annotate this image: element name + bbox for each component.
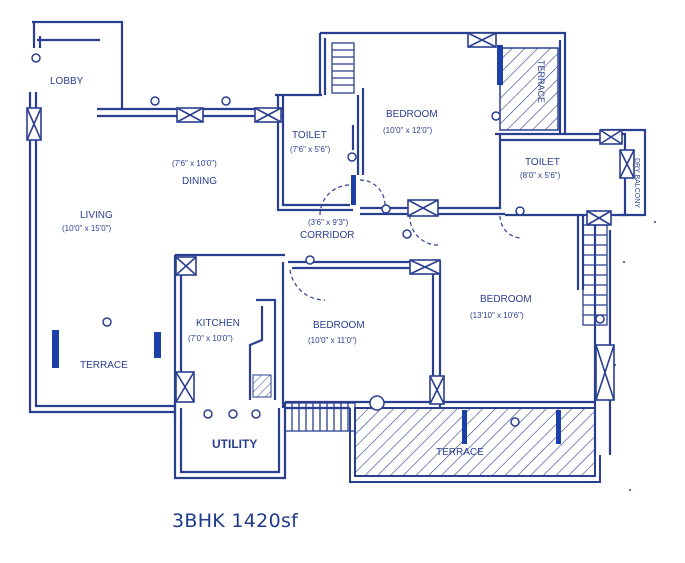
room-name-bedroom-2: BEDROOM (480, 294, 532, 305)
room-name-terrace-bottom: TERRACE (436, 447, 484, 458)
room-dims-bedroom-3: (10'0" x 11'0") (308, 336, 357, 345)
room-name-kitchen: KITCHEN (196, 318, 240, 329)
room-dims-bedroom-2: (13'10" x 10'6") (470, 311, 524, 320)
window-icon (619, 149, 635, 179)
circle-symbol-icon (203, 409, 213, 419)
room-name-bedroom-1: BEDROOM (386, 109, 438, 120)
room-name-terrace-top: TERRACE (536, 60, 546, 103)
room-name-living: LIVING (80, 210, 113, 221)
room-name-toilet-1: TOILET (292, 130, 327, 141)
circle-symbol-icon (369, 395, 385, 411)
windows (26, 32, 635, 405)
room-name-terrace-left: TERRACE (80, 360, 128, 371)
specks (614, 221, 656, 491)
circle-symbol-icon (402, 229, 412, 239)
window-icon (467, 32, 497, 48)
circle-symbol-icon (381, 204, 391, 214)
room-dims-corridor: (3'6" x 9'3") (308, 218, 349, 227)
room-name-utility: UTILITY (212, 437, 257, 451)
walls (28, 20, 647, 480)
circle-symbol-icon (150, 96, 160, 106)
window-icon (407, 199, 439, 217)
circle-symbol-icon (515, 206, 525, 216)
room-name-toilet-2: TOILET (525, 157, 560, 168)
plan-caption: 3BHK 1420sf (172, 510, 299, 532)
window-icon (595, 344, 615, 401)
room-dims-toilet-1: (7'6" x 5'6") (290, 145, 331, 154)
room-name-dining: DINING (182, 176, 217, 187)
circle-symbol-icon (305, 255, 315, 265)
window-icon (175, 371, 195, 403)
circle-symbol-icon (595, 314, 605, 324)
circle-symbol-icon (510, 417, 520, 427)
fixture-symbols (31, 53, 605, 427)
room-name-dry-balcony: DRY BALCONY (633, 158, 640, 208)
circle-symbol-icon (228, 409, 238, 419)
window-icon (254, 107, 282, 123)
circle-symbol-icon (102, 317, 112, 327)
room-name-corridor: CORRIDOR (300, 230, 354, 241)
room-name-lobby: LOBBY (50, 76, 84, 87)
door-swings (289, 179, 523, 301)
window-icon (429, 375, 445, 405)
window-icon (176, 107, 204, 123)
room-dims-kitchen: (7'0" x 10'0") (188, 334, 233, 343)
window-icon (175, 256, 197, 276)
circle-symbol-icon (347, 152, 357, 162)
circle-symbol-icon (251, 409, 261, 419)
room-dims-dining: (7'6" x 10'0") (172, 159, 217, 168)
window-icon (599, 129, 623, 145)
fixtures (52, 45, 561, 444)
terrace-bottom-hatch (354, 407, 596, 477)
room-dims-living: (10'0" x 15'0") (62, 224, 112, 233)
room-dims-toilet-2: (8'0" x 5'6") (520, 171, 561, 180)
circle-symbol-icon (221, 96, 231, 106)
window-icon (409, 259, 441, 275)
window-icon (26, 107, 42, 141)
terrace-top-hatch (499, 47, 559, 131)
room-name-bedroom-3: BEDROOM (313, 320, 365, 331)
room-dims-bedroom-1: (10'0" x 12'0") (383, 126, 433, 135)
circle-symbol-icon (491, 111, 501, 121)
window-icon (586, 210, 612, 226)
circle-symbol-icon (31, 53, 41, 63)
shaft-hatch (252, 374, 272, 398)
